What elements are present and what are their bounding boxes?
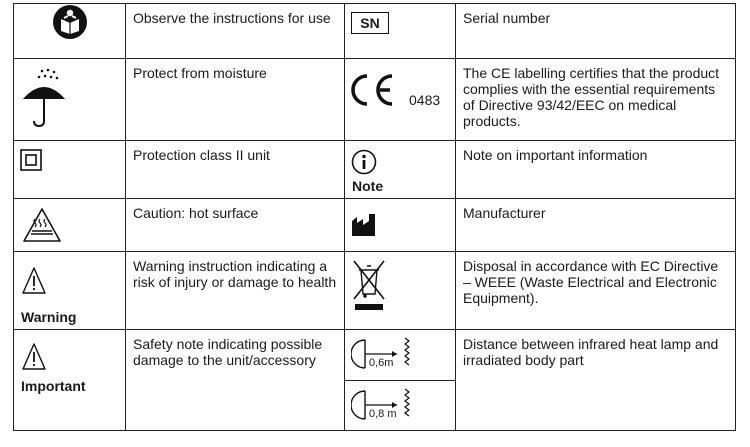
info-icon (351, 149, 377, 175)
symbol-cell (13, 3, 126, 59)
important-caption: Important (21, 378, 86, 394)
umbrella-icon (23, 68, 65, 128)
description: The CE labelling certifies that the prod… (455, 58, 736, 141)
distance-label: 0,8 m (369, 408, 397, 420)
symbol-cell: 0,6m (344, 329, 456, 381)
table-row: Observe the instructions for use SN Seri… (13, 3, 736, 59)
note-caption: Note (352, 178, 384, 194)
weee-bin-icon (353, 260, 385, 310)
table-row: 0,8 m (14, 380, 736, 431)
symbols-table: Observe the instructions for use SN Seri… (13, 3, 736, 431)
description: Manufacturer (455, 198, 736, 252)
symbol-cell: SN (344, 3, 456, 59)
table-row: Warning Warning instruction indicating a… (13, 251, 736, 330)
manufacturer-icon (352, 214, 375, 236)
description: Observe the instructions for use (125, 3, 345, 59)
distance-icon (351, 337, 410, 369)
symbol-cell (13, 58, 126, 141)
hot-surface-icon (23, 208, 61, 242)
symbol-cell (344, 251, 456, 330)
distance-icon (351, 388, 410, 420)
serial-number-symbol-text: SN (360, 15, 380, 31)
symbol-cell: 0,8 m (344, 380, 456, 431)
description: Note on important information (455, 140, 736, 199)
ce-number: 0483 (409, 92, 441, 108)
symbol-cell (13, 198, 126, 252)
description: Protect from moisture (125, 58, 345, 141)
symbol-cell: 0483 (344, 58, 456, 141)
distance-label: 0,6m (369, 357, 394, 369)
description: Warning instruction indicating a risk of… (125, 251, 345, 330)
symbol-cell (13, 140, 126, 199)
symbol-cell: Warning (13, 251, 126, 330)
symbol-cell: Important (13, 329, 126, 431)
symbol-cell: Note (344, 140, 456, 199)
warning-triangle-icon (22, 267, 46, 294)
table-row: Important Safety note indicating possibl… (13, 329, 736, 431)
important-triangle-icon (22, 343, 46, 370)
ce-mark-icon (351, 74, 393, 106)
serial-number-icon: SN (351, 12, 389, 34)
description: Safety note indicating possible damage t… (125, 329, 345, 431)
warning-caption: Warning (21, 309, 77, 325)
description: Caution: hot surface (125, 198, 345, 252)
symbol-cell (344, 198, 456, 252)
table-row: Protect from moisture 0483 The CE labell… (13, 58, 736, 141)
table-row: Protection class II unit Note Note on im… (13, 140, 736, 199)
manual-icon (52, 5, 87, 39)
description: Serial number (455, 3, 736, 59)
description: Protection class II unit (125, 140, 345, 199)
table-row: Caution: hot surface Manufacturer (13, 198, 736, 252)
description: Disposal in accordance with EC Directive… (455, 251, 736, 330)
description: Distance between infrared heat lamp and … (455, 329, 736, 431)
class-ii-icon (20, 149, 42, 171)
